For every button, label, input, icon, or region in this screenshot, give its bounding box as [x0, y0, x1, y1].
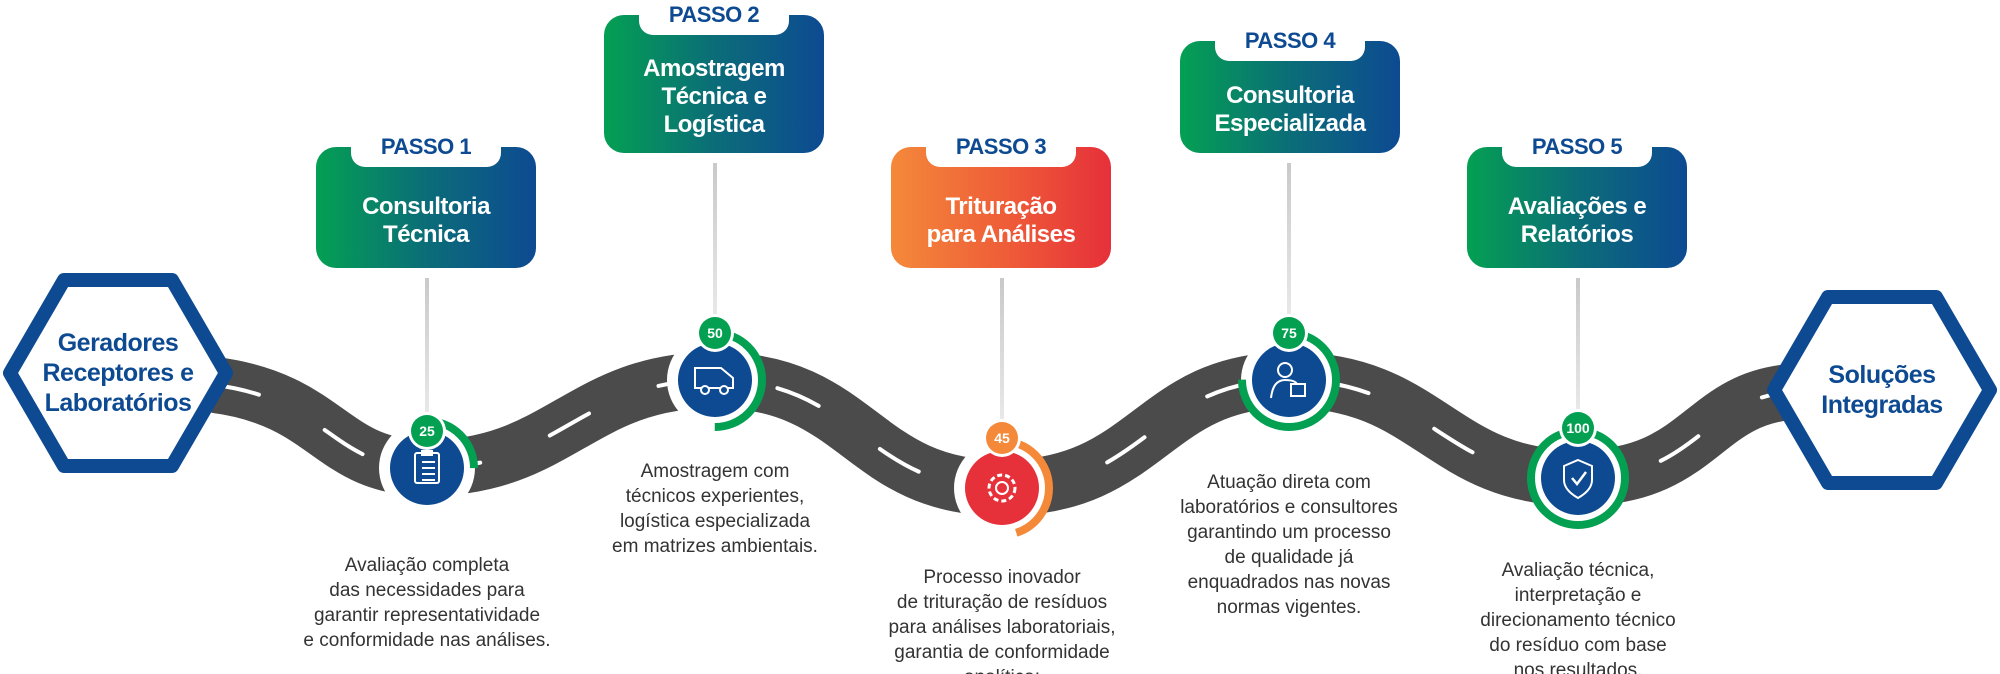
description-line: normas vigentes.: [1216, 597, 1362, 618]
description-line: analítica;: [852, 665, 1152, 674]
description-line: Processo inovador: [923, 567, 1081, 588]
badge-value: 45: [994, 430, 1010, 446]
description-line: das necessidades para: [329, 580, 525, 601]
step-title-line: Relatórios: [1520, 220, 1634, 248]
step-node: [1527, 409, 1629, 529]
connector-line: [713, 163, 717, 314]
description-line: Atuação direta com: [1207, 472, 1371, 493]
description-line: Avaliação completa: [344, 555, 510, 576]
step-node: [376, 412, 478, 519]
step-node: [664, 314, 766, 431]
start-label-line: Laboratórios: [44, 389, 192, 417]
worker-with-box-icon: [1270, 362, 1306, 399]
description-line: garantir representatividade: [313, 605, 541, 626]
start-label-line: Geradores: [57, 329, 179, 357]
badge-value: 100: [1566, 420, 1590, 436]
start-label-line: Receptores e: [42, 359, 194, 387]
progress-badge: [986, 422, 1018, 454]
description-line: do resíduo com base: [1489, 635, 1667, 656]
step-tab: PASSO 5: [1502, 131, 1652, 167]
start-label: Geradores Receptores e Laboratórios: [8, 328, 228, 418]
description-line: para análises laboratoriais,: [888, 617, 1116, 638]
description-line: em matrizes ambientais.: [612, 536, 818, 557]
step-title-line: Logística: [663, 111, 765, 138]
badge-value: 75: [1281, 325, 1297, 341]
step-title-line: Amostragem: [643, 55, 785, 82]
clipboard-checklist-icon: [414, 450, 440, 484]
step-title-line: Especializada: [1214, 110, 1366, 137]
step-title-line: Consultoria: [1226, 82, 1354, 109]
end-label: Soluções Integradas: [1772, 360, 1992, 420]
progress-badge: [1273, 317, 1305, 349]
node-disc: [1541, 441, 1615, 515]
step-tab: PASSO 3: [926, 131, 1076, 167]
connector-line: [1287, 163, 1291, 314]
badge-value: 50: [707, 325, 723, 341]
node-disc: [965, 451, 1039, 525]
description-line: Amostragem com: [640, 461, 790, 482]
description-line: de qualidade já: [1224, 547, 1354, 568]
node-disc: [678, 343, 752, 417]
step-description: Processo inovador de trituração de resídu…: [852, 565, 1152, 674]
description-line: laboratórios e consultores: [1180, 497, 1398, 518]
end-label-line: Integradas: [1821, 391, 1943, 419]
step-description: Atuação direta com laboratórios e consult…: [1139, 470, 1439, 620]
step-node: [1238, 314, 1340, 431]
step-tab: PASSO 1: [351, 131, 501, 167]
description-line: Avaliação técnica,: [1501, 560, 1655, 581]
description-line: interpretação e: [1514, 585, 1642, 606]
progress-badge: [411, 415, 443, 447]
step-tab: PASSO 2: [639, 0, 789, 35]
description-line: nos resultados.: [1513, 660, 1643, 674]
connector-line: [1000, 278, 1004, 419]
shield-check-icon: [1563, 458, 1593, 500]
step-title-line: Técnica: [383, 220, 469, 248]
delivery-truck-icon: [694, 367, 734, 395]
step-description: Avaliação completa das necessidades para g…: [277, 553, 577, 653]
start-hexagon: [3, 273, 233, 473]
description-line: técnicos experientes,: [625, 486, 805, 507]
description-line: garantia de conformidade: [894, 642, 1110, 663]
step-title-line: Técnica e: [661, 83, 767, 110]
description-line: de trituração de resíduos: [896, 592, 1108, 613]
gear-icon: [987, 473, 1017, 503]
description-line: logística especializada: [619, 511, 811, 532]
end-label-line: Soluções: [1828, 361, 1936, 389]
description-line: enquadrados nas novas: [1187, 572, 1391, 593]
description-line: e conformidade nas análises.: [303, 630, 551, 651]
progress-badge: [699, 317, 731, 349]
step-description: Avaliação técnica, interpretação e direcio…: [1428, 558, 1728, 674]
connector-line: [1576, 278, 1580, 409]
step-tab: PASSO 4: [1215, 25, 1365, 61]
connector-line: [425, 278, 429, 412]
step-node: [951, 419, 1053, 539]
step-title-line: para Análises: [926, 220, 1076, 248]
end-hexagon: [1767, 290, 1997, 490]
progress-badge: [1562, 412, 1594, 444]
description-line: garantindo um processo: [1187, 522, 1391, 543]
step-title-line: Trituração: [945, 192, 1057, 220]
step-title-line: Consultoria: [362, 192, 490, 220]
step-title-line: Avaliações e: [1507, 192, 1647, 220]
badge-value: 25: [419, 423, 435, 439]
description-line: direcionamento técnico: [1480, 610, 1676, 631]
step-description: Amostragem com técnicos experientes, logís…: [565, 459, 865, 559]
